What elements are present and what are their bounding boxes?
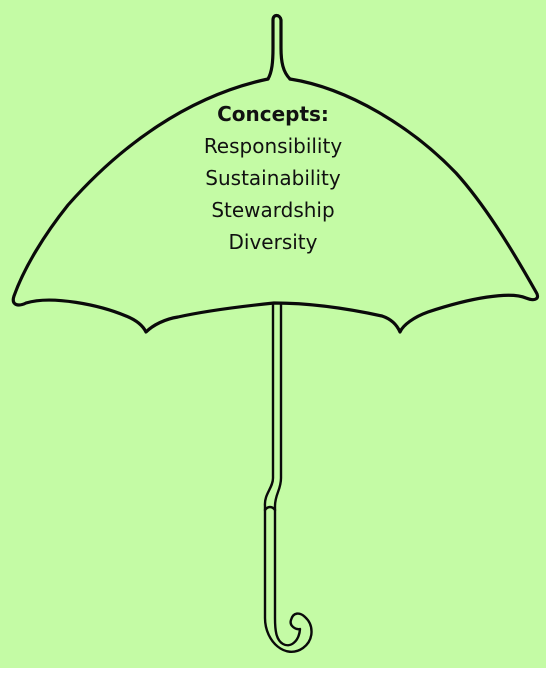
concepts-title: Concepts: xyxy=(217,102,329,126)
umbrella-tip xyxy=(266,13,292,81)
concept-item-diversity: Diversity xyxy=(228,230,318,254)
concept-item-stewardship: Stewardship xyxy=(211,198,335,222)
concept-item-responsibility: Responsibility xyxy=(203,134,343,158)
concepts-list: Concepts: Responsibility Sustainability … xyxy=(173,102,373,262)
umbrella-shaft-notch xyxy=(263,505,277,512)
umbrella-shaft xyxy=(263,301,313,654)
concept-item-sustainability: Sustainability xyxy=(205,166,341,190)
